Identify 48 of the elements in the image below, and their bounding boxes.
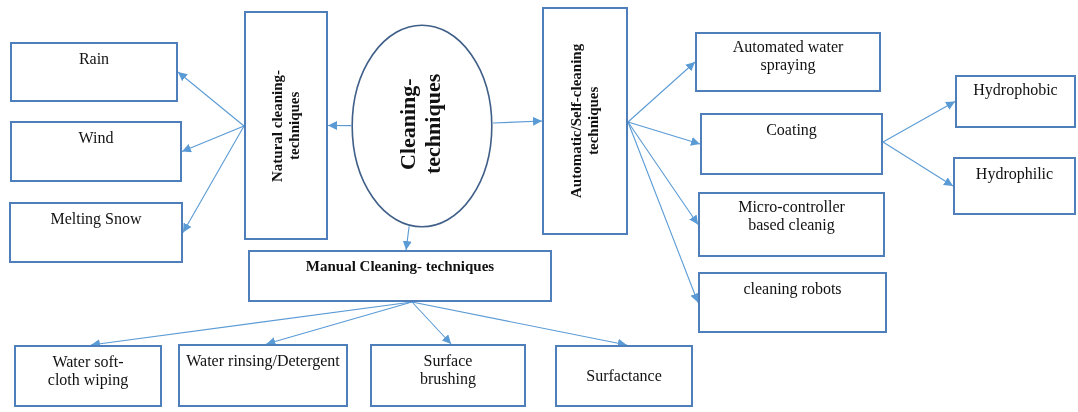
node-label: Surfactance [585,367,663,386]
process-box [555,345,693,407]
arrow [492,116,543,126]
node-label: Hydrophilic [974,165,1055,184]
process-box [248,250,552,302]
arrow [402,225,412,251]
process-box [695,32,881,92]
node-label: Manual Cleaning- techniques [304,258,496,276]
node-label: Automatic/Self-cleaning techniques [567,42,602,201]
process-box [955,75,1076,128]
arrow [265,301,413,346]
process-box [698,192,885,257]
node-label: Coating [765,121,818,140]
node-label: Water rinsing/Detergent [185,352,341,371]
node-label: Automated water spraying [731,38,845,75]
node-label: Micro-controller based cleanig [737,198,846,235]
arrow [411,301,628,348]
node-label: Hydrophobic [972,81,1059,100]
arrow [181,125,245,153]
process-box [700,113,883,175]
node-label: Natural cleaning- techniques [268,68,303,184]
arrow [627,121,699,226]
process-box [10,42,178,102]
process-box [10,121,182,182]
process-box [14,345,162,407]
node-label: Surface brushing [419,352,477,389]
process-box [698,272,887,333]
arrow [627,121,701,146]
arrow [327,121,352,131]
root-ellipse [351,24,493,228]
arrow [882,100,956,143]
process-box [9,202,183,263]
process-box [953,157,1076,215]
arrow [627,61,696,123]
node-label: Rain [77,50,111,69]
node-label: cleaning robots [742,280,843,299]
arrow [182,125,245,234]
process-box [178,344,348,407]
node-label: Melting Snow [49,210,143,229]
arrow [882,141,954,187]
node-label: Water soft- cloth wiping [46,353,130,390]
arrow [177,71,245,127]
process-box [542,7,628,235]
process-box [370,344,526,407]
node-label: Wind [77,129,115,148]
node-label: Cleaning- techniques [394,72,446,177]
process-box [244,11,328,240]
arrow [411,301,452,345]
